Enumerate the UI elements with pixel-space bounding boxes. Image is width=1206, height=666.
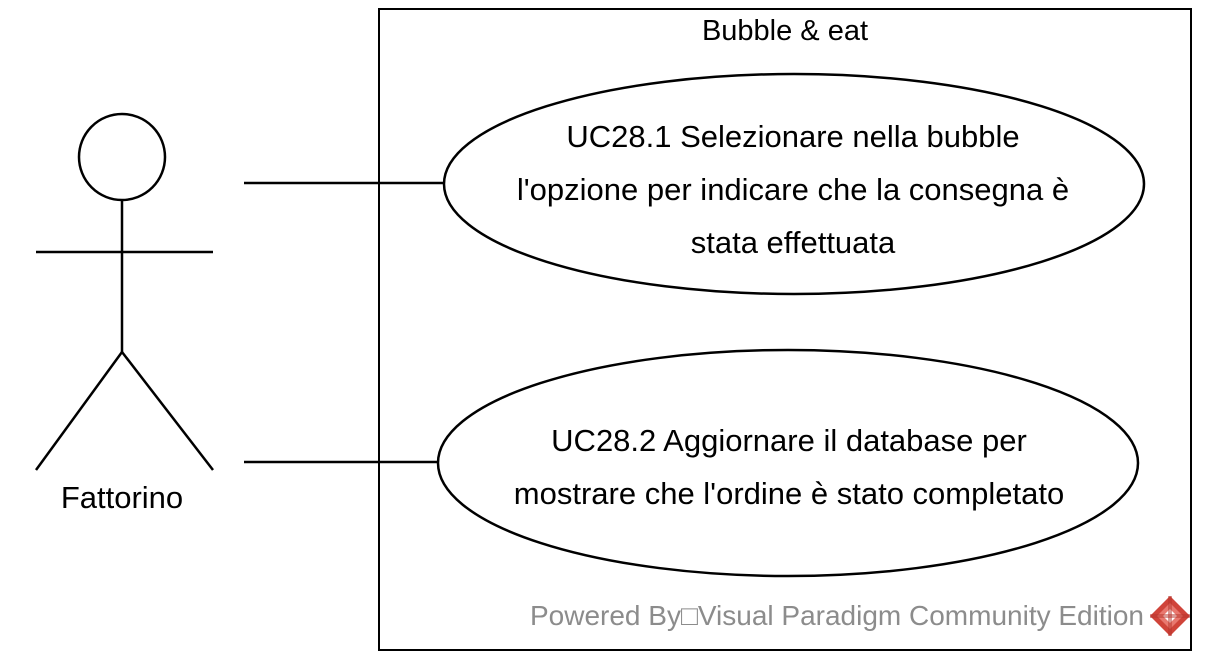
use-case-label-line: l'opzione per indicare che la consegna è — [516, 172, 1070, 207]
system-boundary[interactable] — [378, 8, 1192, 651]
actor-right-leg — [121, 351, 214, 471]
system-title: Bubble & eat — [701, 15, 869, 47]
watermark-text: Powered By□Visual Paradigm Community Edi… — [529, 600, 1144, 631]
use-case-ellipse-uc28-2[interactable] — [436, 348, 1140, 578]
use-case-label-line: UC28.2 Aggiornare il database per — [551, 423, 1027, 458]
use-case-label-line: mostrare che l'ordine è stato completato — [513, 476, 1065, 511]
use-case-label-uc28-2: UC28.2 Aggiornare il database per mostra… — [437, 414, 1141, 520]
use-case-label-uc28-1: UC28.1 Selezionare nella bubble l'opzion… — [443, 110, 1143, 269]
use-case-ellipse-uc28-1[interactable] — [442, 72, 1146, 296]
actor-left-leg — [34, 351, 124, 471]
use-case-label-line: UC28.1 Selezionare nella bubble — [566, 119, 1020, 154]
actor-head — [77, 112, 167, 202]
actor-figure[interactable] — [34, 112, 214, 471]
visual-paradigm-logo-icon — [1150, 596, 1190, 636]
actor-name: Fattorino — [60, 480, 184, 515]
use-case-label-line: stata effettuata — [690, 225, 896, 260]
